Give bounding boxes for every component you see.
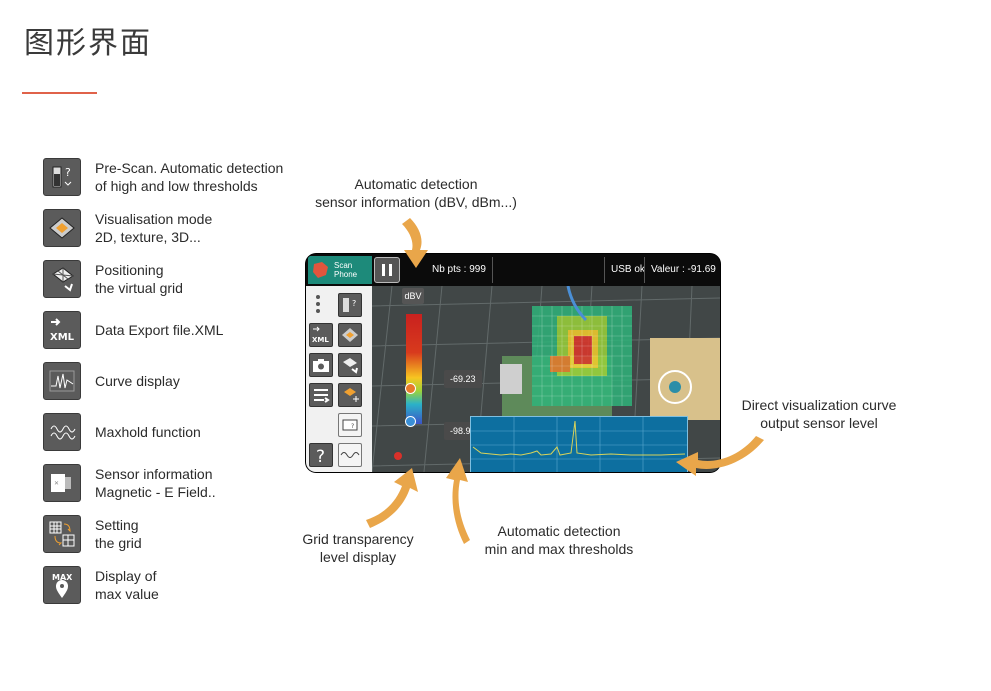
curve-panel <box>470 416 688 472</box>
scanphone-logo-icon <box>313 262 328 278</box>
callout-line: output sensor level <box>760 415 878 431</box>
callout-line: min and max thresholds <box>484 541 634 557</box>
value-readout: Valeur : -91.69 <box>644 257 719 283</box>
callout-transparency: Grid transparency level display <box>292 530 424 566</box>
callout-thresholds: Automatic detection min and max threshol… <box>474 522 644 558</box>
legend-line: Sensor information <box>95 466 213 482</box>
legend-line: Pre-Scan. Automatic detection <box>95 160 284 176</box>
sidebar: ? XML ? ? <box>306 286 372 472</box>
legend-line: 2D, texture, 3D... <box>95 229 201 245</box>
color-scale <box>406 314 422 424</box>
legend-line: Data Export file.XML <box>95 322 224 338</box>
legend-line: of high and low thresholds <box>95 178 258 194</box>
title-rule <box>22 92 97 94</box>
camera-view: dBV -69.23 -98.90 <box>372 286 720 472</box>
positioning-grid-button[interactable] <box>338 353 362 377</box>
grid-move-button[interactable] <box>338 383 362 407</box>
callout-line: Automatic detection <box>497 523 621 539</box>
max-threshold-handle[interactable] <box>405 383 416 394</box>
xml-export-button[interactable]: XML <box>309 323 333 347</box>
legend-line: Display of <box>95 568 157 584</box>
callout-sensor-info: Automatic detection sensor information (… <box>300 175 532 211</box>
svg-text:✕: ✕ <box>54 480 59 487</box>
legend-line: Maxhold function <box>95 424 201 440</box>
maxhold-icon <box>43 413 81 451</box>
sensor-info-button[interactable]: ? <box>338 413 362 437</box>
brand-line: Phone <box>334 270 358 279</box>
legend-line: Setting <box>95 517 139 533</box>
callout-curve: Direct visualization curve output sensor… <box>732 396 906 432</box>
legend-line: Magnetic - E Field.. <box>95 484 216 500</box>
callout-line: sensor information (dBV, dBm...) <box>315 194 517 210</box>
unit-label: dBV <box>402 288 424 304</box>
svg-text:?: ? <box>65 166 71 179</box>
help-button[interactable]: ? <box>309 443 333 467</box>
legend-item-max-value: MAX Display of max value <box>43 566 159 604</box>
svg-text:?: ? <box>351 423 354 430</box>
visualisation-mode-icon <box>43 209 81 247</box>
menu-dots-icon[interactable] <box>315 294 321 314</box>
maxhold-button[interactable] <box>338 443 362 467</box>
stat-nb-divider <box>492 257 599 283</box>
legend-item-maxhold: Maxhold function <box>43 413 201 451</box>
brand-line: Scan <box>334 261 353 270</box>
usb-status: USB ok <box>604 257 645 283</box>
legend-line: the virtual grid <box>95 280 183 296</box>
legend-line: the grid <box>95 535 142 551</box>
grid-setting-icon <box>43 515 81 553</box>
callout-line: Grid transparency <box>302 531 414 547</box>
curve-display-icon <box>43 362 81 400</box>
help-text: ? <box>316 447 325 466</box>
sensor-curve <box>471 417 687 472</box>
legend-item-visualisation: Visualisation mode 2D, texture, 3D... <box>43 209 212 247</box>
camera-button[interactable] <box>309 353 333 377</box>
target-marker <box>658 370 692 404</box>
legend-item-curve: Curve display <box>43 362 180 400</box>
legend-line: Visualisation mode <box>95 211 213 227</box>
visualisation-mode-button[interactable] <box>338 323 362 347</box>
prescan-button[interactable]: ? <box>338 293 362 317</box>
max-icon-text: MAX <box>52 573 73 582</box>
nb-points: Nb pts : 999 <box>432 264 486 275</box>
xml-button-text: XML <box>312 336 329 344</box>
callout-line: level display <box>319 549 397 565</box>
transparency-indicator[interactable] <box>394 452 402 460</box>
legend-line: Curve display <box>95 373 180 389</box>
callout-line: Direct visualization curve <box>741 397 897 413</box>
min-threshold-handle[interactable] <box>405 416 416 427</box>
max-threshold-value: -69.23 <box>444 370 482 388</box>
list-export-button[interactable] <box>309 383 333 407</box>
xml-export-icon: XML <box>43 311 81 349</box>
callout-line: Automatic detection <box>354 176 478 192</box>
legend-item-prescan: ? Pre-Scan. Automatic detection of high a… <box>43 158 283 196</box>
legend-item-grid-setting: Setting the grid <box>43 515 142 553</box>
positioning-grid-icon <box>43 260 81 298</box>
svg-text:?: ? <box>352 299 356 308</box>
max-value-icon: MAX <box>43 566 81 604</box>
prescan-icon: ? <box>43 158 81 196</box>
sensor-info-icon: ✕ <box>43 464 81 502</box>
pause-button[interactable] <box>374 257 400 283</box>
legend-line: max value <box>95 586 159 602</box>
legend-item-xml: XML Data Export file.XML <box>43 311 223 349</box>
legend-item-positioning: Positioning the virtual grid <box>43 260 183 298</box>
legend-line: Positioning <box>95 262 164 278</box>
page-title: 图形界面 <box>24 26 152 61</box>
xml-icon-text: XML <box>50 332 75 343</box>
